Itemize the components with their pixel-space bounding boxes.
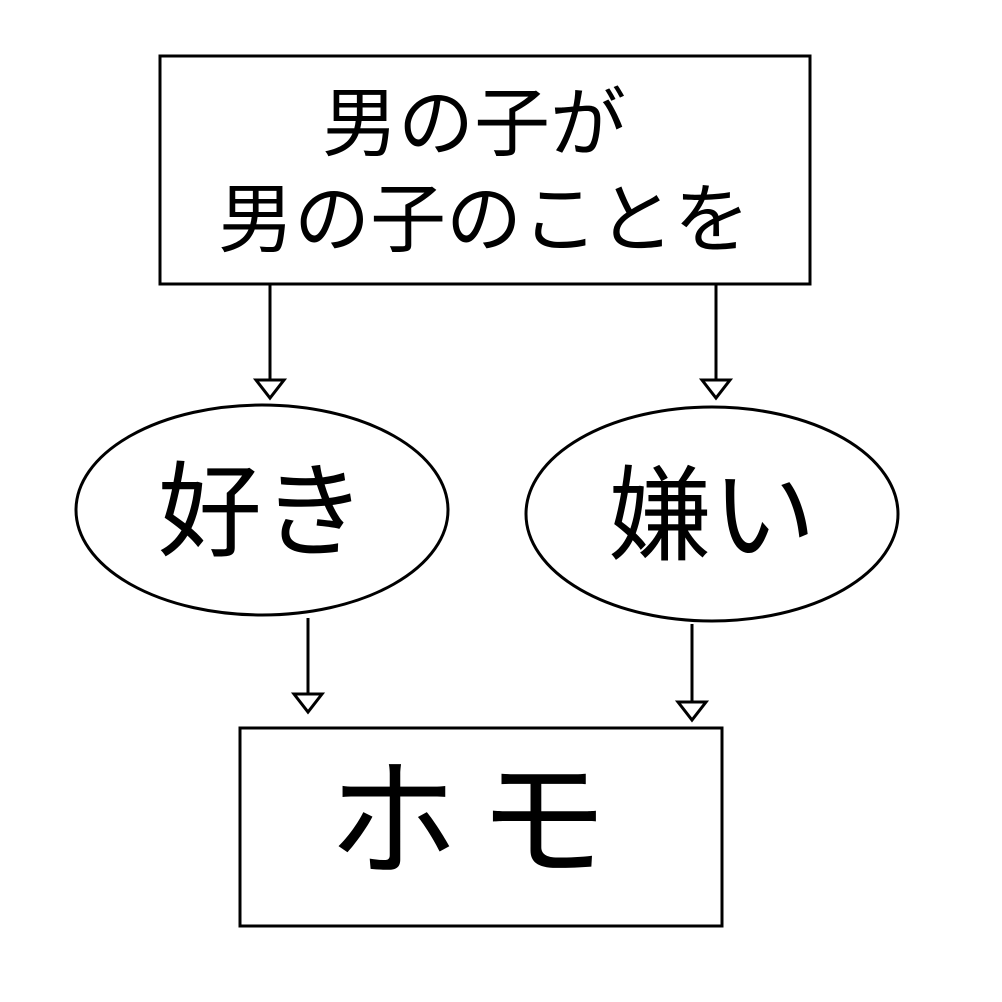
right-ellipse-label: 嫌い <box>608 455 816 577</box>
arrow-top-to-right <box>698 285 734 401</box>
arrow-top-to-left <box>252 285 288 401</box>
arrow-right-to-bottom <box>674 624 710 723</box>
left-ellipse-label: 好き <box>158 451 366 573</box>
right-ellipse <box>524 405 900 623</box>
top-box-line1: 男の子が <box>322 79 626 168</box>
bottom-box <box>238 726 724 928</box>
arrow-left-to-bottom <box>290 618 326 715</box>
top-box <box>158 54 812 286</box>
left-ellipse <box>74 403 450 617</box>
bottom-box-label: ホモ <box>328 745 628 897</box>
top-box-line2: 男の子のことを <box>218 175 750 264</box>
